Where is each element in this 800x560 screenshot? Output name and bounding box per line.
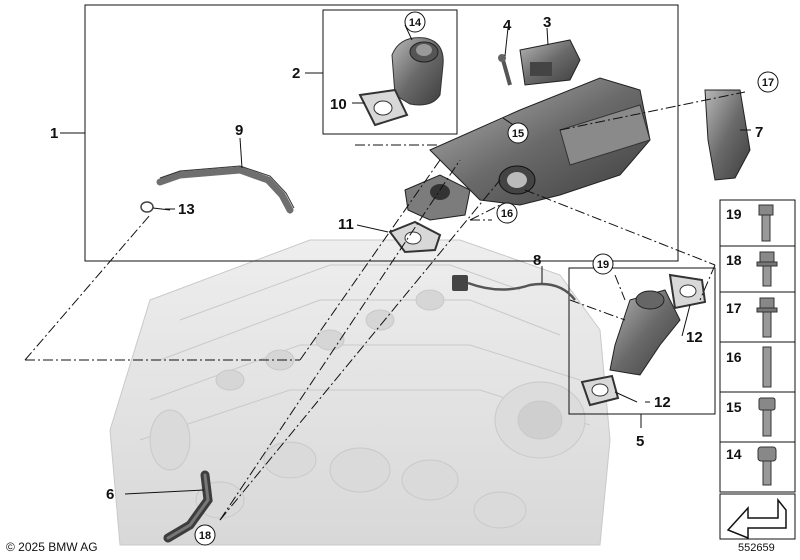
- circled-19: 19: [597, 259, 609, 271]
- gasket-11-part: [388, 220, 442, 254]
- callout-6: 6: [106, 486, 114, 503]
- gasket-10-part: [358, 88, 409, 127]
- callout-2: 2: [292, 65, 300, 82]
- pipe-9-part: [156, 166, 294, 214]
- circled-17: 17: [762, 77, 774, 89]
- engine-block: [109, 239, 611, 546]
- o-ring-13-part: [140, 201, 154, 213]
- bolt-4-part: [498, 54, 512, 86]
- pipe-9-outline: [159, 165, 295, 209]
- heat-shield-7-part: [704, 89, 751, 181]
- circled-18: 18: [199, 530, 211, 542]
- sensor-8-part: [452, 275, 576, 301]
- copyright-text: © 2025 BMW AG: [6, 540, 98, 554]
- actuator-3-part: [519, 39, 581, 86]
- callouts: 1 2 3 4 5 6 7 8 9 10 11 12 12 13: [50, 14, 763, 503]
- egr-valve-part: [391, 37, 444, 106]
- circled-16: 16: [501, 208, 513, 220]
- sidebar-label-18: 18: [726, 252, 742, 268]
- callout-9: 9: [235, 122, 243, 139]
- sidebar-label-19: 19: [726, 206, 742, 222]
- callout-5: 5: [636, 433, 644, 450]
- callout-4: 4: [503, 17, 512, 34]
- callout-1: 1: [50, 125, 58, 142]
- callout-10: 10: [330, 96, 347, 113]
- torx-screw-icon: [757, 446, 777, 486]
- stud-bolt-icon: [762, 346, 772, 388]
- egr-cooler-part: [404, 77, 651, 221]
- circled-callouts: 14 15 16 17 18 19: [194, 11, 779, 546]
- fastener-sidebar: 19 18 17 16 15 14: [719, 199, 796, 540]
- callout-7: 7: [755, 124, 763, 141]
- socket-screw-icon: [758, 397, 776, 437]
- leader-lines: [60, 24, 751, 495]
- sidebar-label-17: 17: [726, 300, 742, 316]
- callout-8: 8: [533, 252, 541, 269]
- inset-frame-5: [568, 267, 716, 415]
- flange-bolt-icon: [756, 251, 778, 287]
- elbow-pipe-5-part: [580, 273, 707, 407]
- hose-6-part: [163, 470, 213, 543]
- inset-frame-2: [322, 9, 458, 135]
- sidebar-label-14: 14: [726, 446, 742, 462]
- hex-bolt-washer-icon: [758, 204, 774, 242]
- callout-12-bottom: 12: [654, 394, 671, 411]
- callout-13: 13: [178, 201, 195, 218]
- sidebar-label-15: 15: [726, 399, 742, 415]
- callout-3: 3: [543, 14, 551, 31]
- callout-11: 11: [338, 216, 354, 233]
- circled-15: 15: [512, 128, 524, 140]
- direction-arrow-icon: [726, 497, 787, 540]
- dash-dot-lines: [24, 91, 746, 521]
- circled-14: 14: [409, 17, 422, 29]
- image-id-text: 552659: [738, 542, 775, 554]
- callout-12-top: 12: [686, 329, 703, 346]
- sidebar-label-16: 16: [726, 349, 742, 365]
- collar-bolt-icon: [756, 297, 778, 338]
